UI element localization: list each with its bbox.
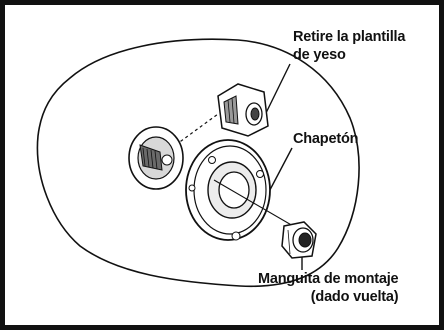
callout-mounting-sleeve-line-1: Manguita de montaje [258, 271, 399, 287]
plaster-guard-cap [217, 83, 269, 137]
escutcheon-plate [185, 139, 271, 241]
valve-body-left [128, 126, 184, 190]
callout-plaster-guard-line-2: de yeso [293, 47, 346, 63]
callout-escutcheon: Chapetón [293, 130, 358, 148]
callout-plaster-guard-line-1: Retire la plantilla [293, 29, 406, 45]
callout-escutcheon-line-1: Chapetón [293, 131, 359, 147]
callout-mounting-sleeve-line-2: (dado vuelta) [310, 289, 399, 305]
callout-mounting-sleeve: Manguita de montaje (dado vuelta) [258, 270, 399, 306]
callout-plaster-guard: Retire la plantilla de yeso [293, 28, 405, 64]
mounting-sleeve-part [281, 221, 317, 259]
center-axis-line [213, 179, 301, 231]
leader-line-plaster-guard [264, 63, 291, 116]
dashed-alignment-line [165, 113, 219, 153]
